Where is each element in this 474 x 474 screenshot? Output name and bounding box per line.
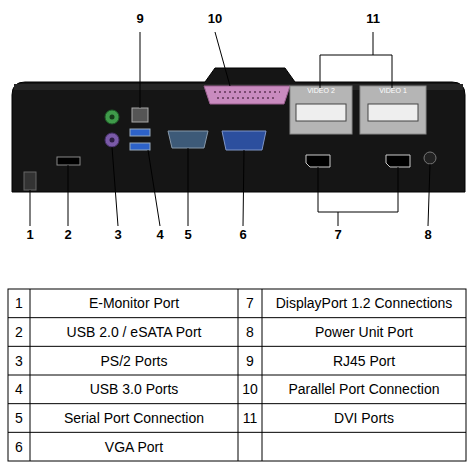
ps2-port [105,133,119,147]
vga-port [222,131,266,150]
table-rule [8,317,466,318]
leader-lines [30,32,430,226]
table-rule [8,403,466,404]
callout-number: 8 [414,225,442,243]
table-rule [262,289,263,461]
table-rule [30,289,31,461]
table-cell: 9 [238,346,262,375]
callout-number: 9 [126,9,154,27]
dvi-port [296,104,346,121]
leader-line [112,147,118,226]
dvi-plate [290,86,352,134]
serial-port [168,131,208,148]
ps2-port-hole [110,115,115,120]
leader-line [30,190,31,226]
callout-number: 7 [324,225,352,243]
bracket [318,167,398,226]
table-border [8,289,466,461]
leader-line [428,164,430,226]
table-cell: RJ45 Port [262,346,466,375]
table-cell: PS/2 Ports [30,346,238,375]
dock-body [12,68,465,192]
emonitor-port [24,172,36,190]
ps2-port-hole [110,138,115,143]
table-cell: 11 [238,404,262,433]
callout-number: 11 [359,9,387,27]
table-cell: USB 3.0 Ports [30,375,238,404]
parallel-port [204,86,290,104]
rj45-port [132,108,148,122]
table-cell: Serial Port Connection [30,404,238,433]
table-cell: DVI Ports [262,404,466,433]
table-cell: 10 [238,375,262,404]
leader-line [215,32,230,86]
dvi-plate [360,86,426,134]
table-cell: USB 2.0 / eSATA Port [30,318,238,347]
displayport [306,155,330,167]
dvi-port [368,104,418,121]
table-cell: Parallel Port Connection [262,375,466,404]
leader-line [243,150,244,226]
table-cell: 8 [238,318,262,347]
power-port [424,152,436,164]
table-cell: 5 [8,404,30,433]
table-cell: Power Unit Port [262,318,466,347]
usb-esata-port [57,157,80,165]
parallel-pins [214,91,280,93]
leader-line [140,32,141,108]
table-cell: 4 [8,375,30,404]
table-cell: E-Monitor Port [30,289,238,318]
displayport [386,155,410,167]
leader-line [373,32,374,55]
table-cell: 1 [8,289,30,318]
callout-number: 1 [16,225,44,243]
callout-number: 5 [174,225,202,243]
callout-number: 10 [201,9,229,27]
table-cell: 2 [8,318,30,347]
table-rule [8,375,466,376]
callout-number: 2 [54,225,82,243]
table-grid [8,289,466,461]
ps2-port [105,110,119,124]
leader-line [188,148,189,226]
parallel-pins [217,97,277,99]
table-cell: VGA Port [30,432,238,461]
callout-number: 3 [104,225,132,243]
usb3-port [130,143,150,150]
callout-number: 6 [229,225,257,243]
table-rule [8,346,466,347]
table-cell: DisplayPort 1.2 Connections [262,289,466,318]
table-rule [238,289,239,461]
table-cell: 6 [8,432,30,461]
bracket [320,55,392,88]
usb3-port [130,129,150,136]
callout-number: 4 [146,225,174,243]
table-cell: 7 [238,289,262,318]
leader-line [68,165,69,226]
port-label: VIDEO 2 [291,85,351,95]
table-cell: 3 [8,346,30,375]
leader-line [148,150,160,226]
port-label: VIDEO 1 [363,85,423,95]
table-rule [8,432,466,433]
